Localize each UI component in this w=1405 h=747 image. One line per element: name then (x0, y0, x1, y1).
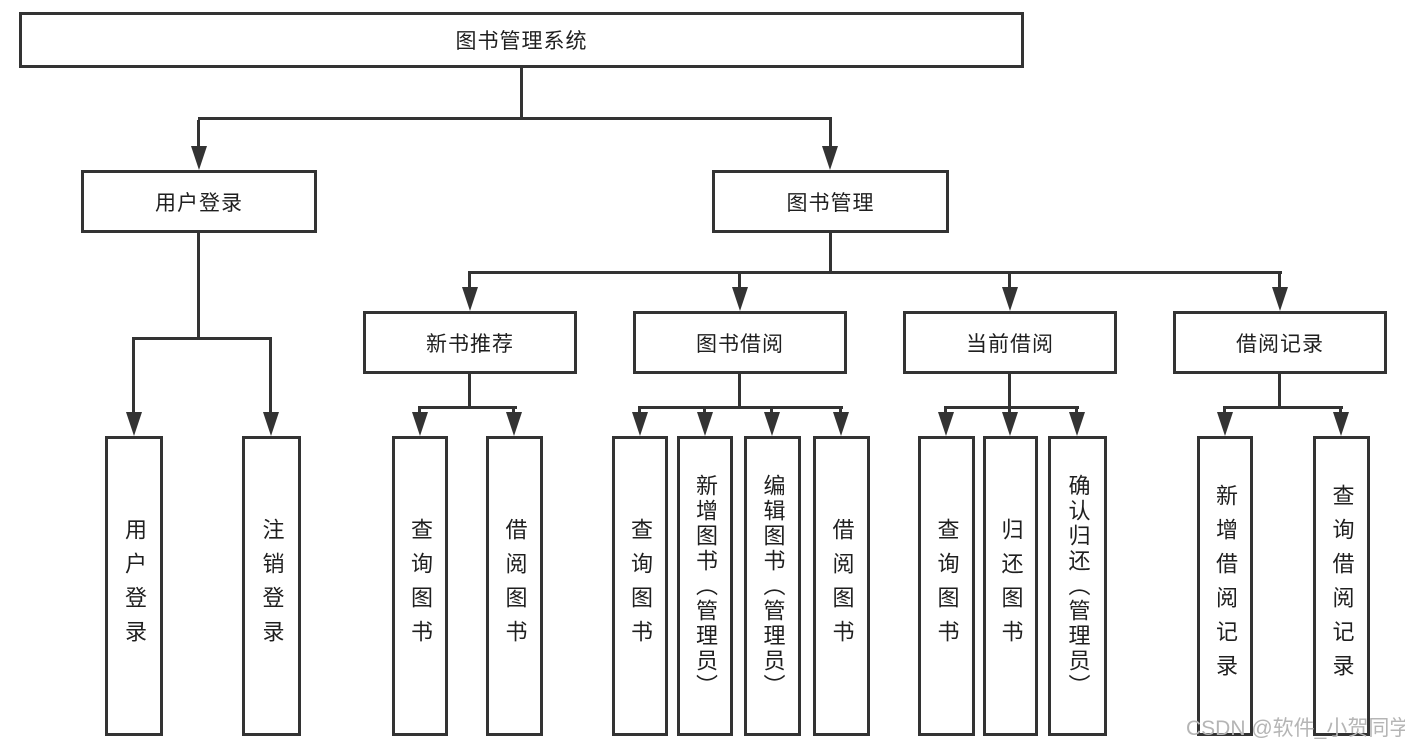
connector-line (829, 120, 832, 148)
arrowhead-icon (191, 146, 207, 170)
connector-line (468, 374, 471, 409)
leaf-node-user-login: 用户登录 (105, 436, 163, 736)
connector-line (703, 406, 706, 414)
arrowhead-icon (1002, 412, 1018, 436)
node-label: 用户登录 (155, 191, 243, 215)
node-current-borrow: 当前借阅 (903, 311, 1117, 374)
arrowhead-icon (822, 146, 838, 170)
arrowhead-icon (697, 412, 713, 436)
node-user-login: 用户登录 (81, 170, 317, 233)
arrowhead-icon (126, 412, 142, 436)
connector-line (418, 406, 421, 414)
leaf-label: 确认归还（管理员） (1065, 473, 1091, 699)
leaf-label: 新增图书（管理员） (693, 473, 718, 699)
arrowhead-icon (506, 412, 522, 436)
leaf-node-edit-book-admin: 编辑图书（管理员） (744, 436, 801, 736)
leaf-label: 查询借阅记录 (1329, 484, 1355, 688)
arrowhead-icon (764, 412, 780, 436)
arrowhead-icon (632, 412, 648, 436)
csdn-watermark: CSDN @软件_小贺同学 (1186, 717, 1405, 740)
leaf-node-query-books: 查询图书 (392, 436, 448, 736)
connector-line (132, 340, 135, 412)
arrowhead-icon (412, 412, 428, 436)
leaf-node-return-books: 归还图书 (983, 436, 1038, 736)
leaf-label: 注销登录 (259, 518, 285, 654)
connector-line (198, 117, 832, 120)
arrowhead-icon (1333, 412, 1349, 436)
leaf-label: 归还图书 (998, 518, 1024, 654)
connector-line (770, 406, 773, 414)
leaf-node-add-borrow-record: 新增借阅记录 (1197, 436, 1253, 736)
connector-line (1278, 274, 1281, 288)
connector-line (468, 274, 471, 288)
node-label: 新书推荐 (426, 332, 514, 356)
leaf-node-query-books: 查询图书 (612, 436, 668, 736)
arrowhead-icon (938, 412, 954, 436)
connector-line (1223, 406, 1343, 409)
connector-line (738, 374, 741, 409)
connector-line (418, 406, 517, 409)
connector-line (197, 233, 200, 340)
leaf-label: 新增借阅记录 (1213, 484, 1238, 688)
connector-line (512, 406, 515, 414)
node-label: 当前借阅 (966, 332, 1054, 356)
connector-line (944, 406, 1079, 409)
connector-line (197, 120, 200, 148)
leaf-label: 查询图书 (934, 518, 960, 654)
arrowhead-icon (1069, 412, 1085, 436)
leaf-label: 借阅图书 (502, 518, 528, 654)
node-label: 图书借阅 (696, 332, 784, 356)
leaf-node-confirm-return-admin: 确认归还（管理员） (1048, 436, 1107, 736)
leaf-node-borrow-books: 借阅图书 (813, 436, 870, 736)
leaf-node-query-borrow-record: 查询借阅记录 (1313, 436, 1370, 736)
leaf-label: 用户登录 (122, 518, 147, 654)
connector-line (829, 233, 832, 274)
leaf-node-add-book-admin: 新增图书（管理员） (677, 436, 733, 736)
connector-line (1008, 274, 1011, 288)
connector-line (468, 271, 1282, 274)
arrowhead-icon (1002, 287, 1018, 311)
arrowhead-icon (263, 412, 279, 436)
node-book-borrow: 图书借阅 (633, 311, 847, 374)
arrowhead-icon (732, 287, 748, 311)
connector-line (1339, 406, 1342, 414)
leaf-label: 编辑图书（管理员） (760, 473, 786, 699)
connector-line (944, 406, 947, 414)
leaf-label: 查询图书 (628, 518, 653, 654)
connector-line (1223, 406, 1226, 414)
connector-line (839, 406, 842, 414)
leaf-node-borrow-books: 借阅图书 (486, 436, 543, 736)
connector-line (1075, 406, 1078, 414)
connector-line (1008, 406, 1011, 414)
arrowhead-icon (462, 287, 478, 311)
arrowhead-icon (1217, 412, 1233, 436)
connector-line (1008, 374, 1011, 409)
connector-line (1278, 374, 1281, 409)
connector-line (738, 274, 741, 288)
connector-line (520, 68, 523, 120)
node-borrow-records: 借阅记录 (1173, 311, 1387, 374)
node-root: 图书管理系统 (19, 12, 1024, 68)
node-label: 图书管理 (786, 191, 875, 215)
leaf-node-logout: 注销登录 (242, 436, 301, 736)
connector-line (132, 337, 272, 340)
node-book-management: 图书管理 (712, 170, 949, 233)
node-new-book-recommend: 新书推荐 (363, 311, 577, 374)
node-label: 借阅记录 (1236, 332, 1324, 356)
connector-line (638, 406, 641, 414)
arrowhead-icon (833, 412, 849, 436)
connector-line (638, 406, 843, 409)
leaf-node-query-books: 查询图书 (918, 436, 975, 736)
connector-line (269, 340, 272, 412)
leaf-label: 查询图书 (408, 518, 433, 654)
leaf-label: 借阅图书 (829, 518, 855, 654)
arrowhead-icon (1272, 287, 1288, 311)
node-root-label: 图书管理系统 (455, 30, 588, 53)
